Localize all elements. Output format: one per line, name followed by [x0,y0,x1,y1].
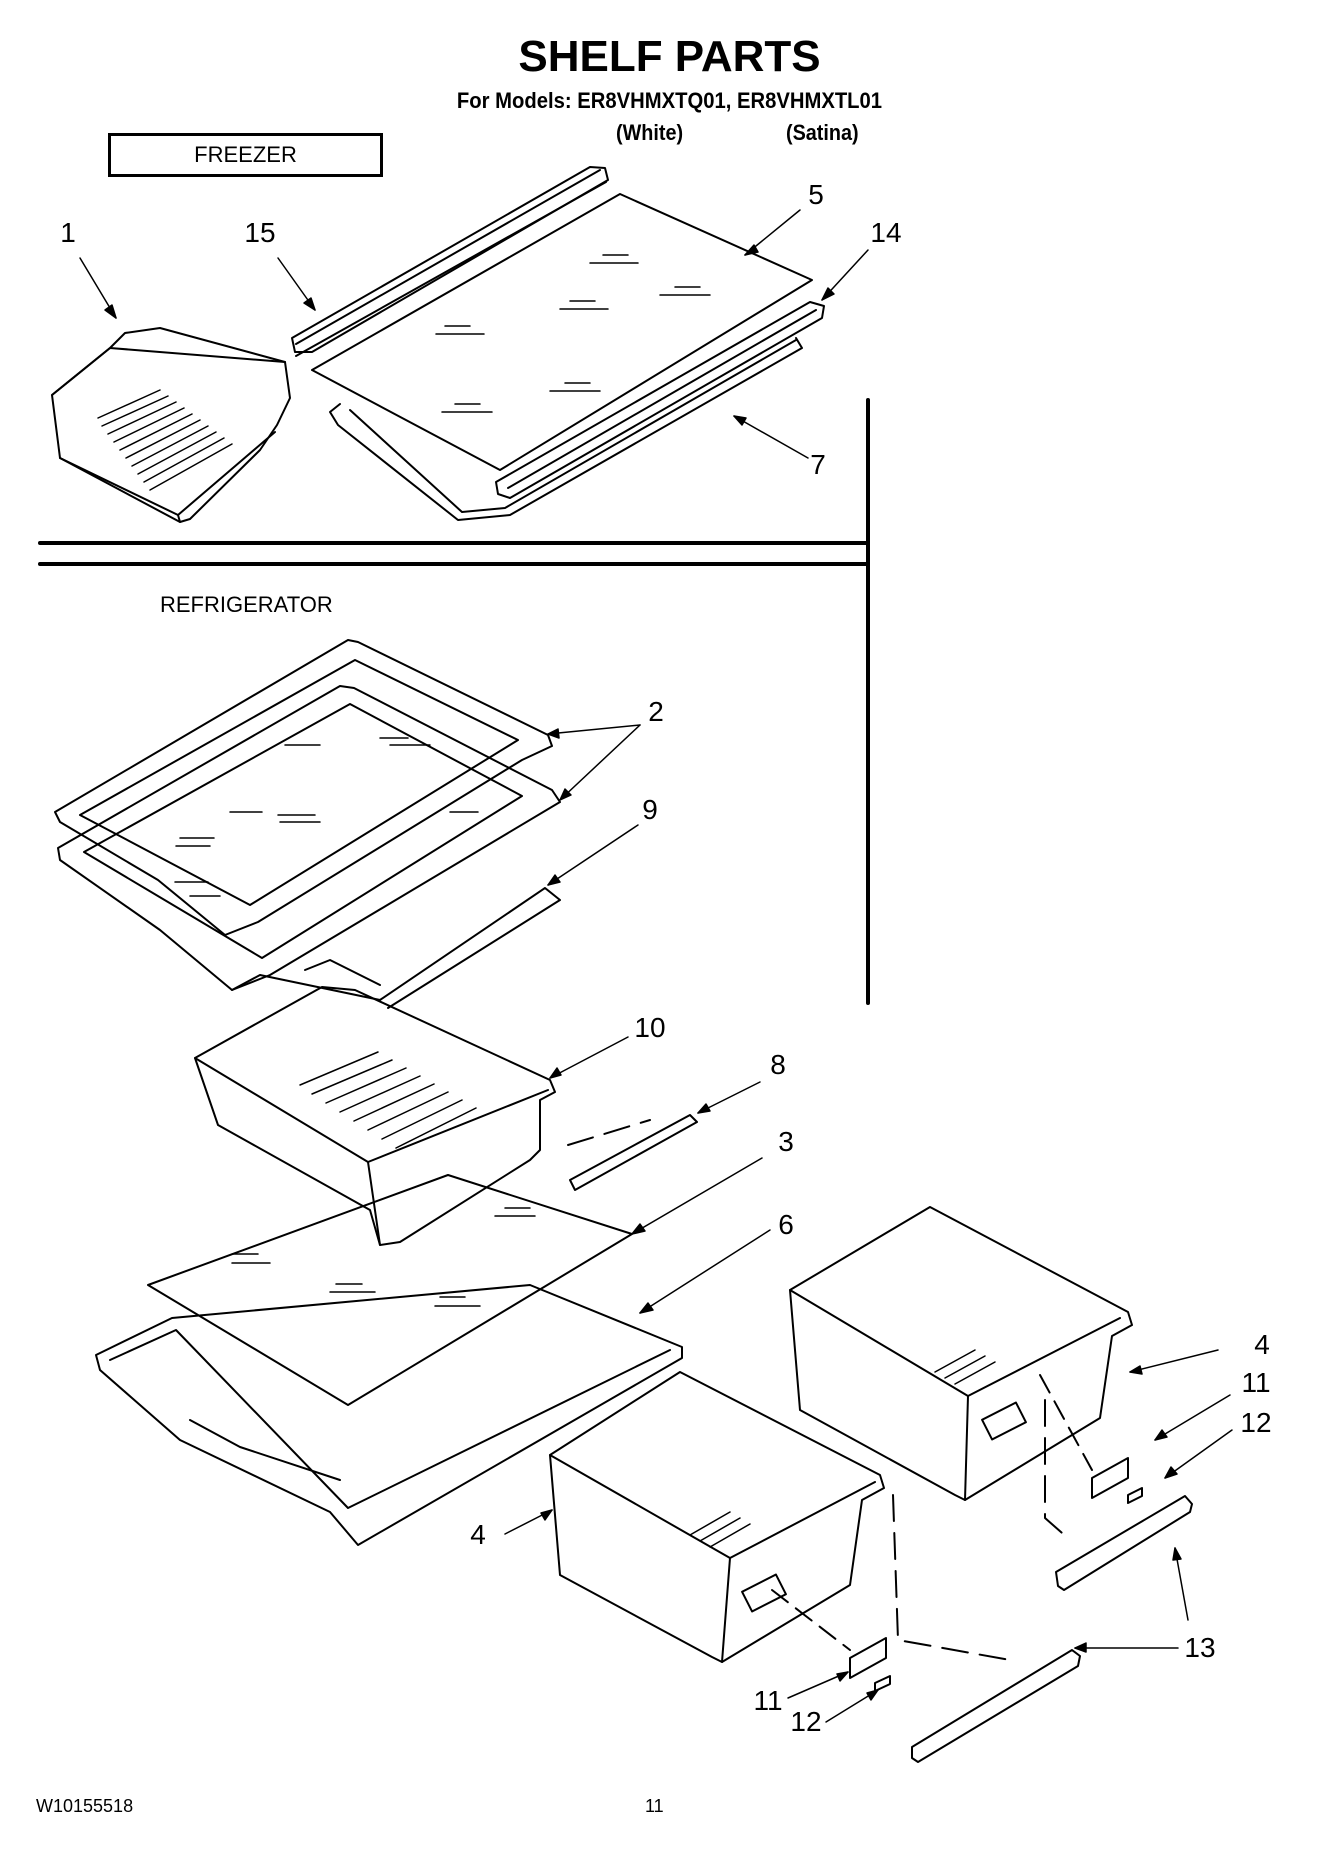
part-freezer-glass-shelf [311,193,813,471]
callout-5: 5 [808,179,824,210]
callout-2: 2 [648,696,664,727]
callout-11-left: 11 [753,1685,783,1716]
callout-14: 14 [870,217,902,248]
variant-satina: (Satina) [786,120,859,145]
variant-white: (White) [616,120,684,145]
part-meat-pan-trim [567,1114,698,1191]
part-freezer-shelf-frame [329,337,803,521]
callout-4-right: 4 [1254,1329,1270,1360]
callout-11-right: 11 [1241,1367,1271,1398]
callout-13: 13 [1184,1632,1216,1663]
callout-15: 15 [244,217,276,248]
page-number: 11 [645,1796,664,1816]
callout-4-left: 4 [470,1519,486,1550]
part-crisper-drawer-left [549,1371,885,1663]
model-list: For Models: ER8VHMXTQ01, ER8VHMXTL01 [456,88,883,113]
part-refrigerator-glass-shelves [54,639,561,991]
callout-1: 1 [60,217,76,248]
part-crisper-cover-frame-6 [95,1284,683,1546]
callout-3: 3 [778,1126,794,1157]
document-number: W10155518 [36,1796,134,1816]
refrigerator-section-label: REFRIGERATOR [160,592,333,617]
part-front-shelf-trim [495,301,825,499]
page-title: SHELF PARTS [518,32,821,81]
part-crisper-cover-frame [231,887,561,1009]
part-freezer-basket [51,327,291,523]
part-meat-pan [194,986,556,1246]
callout-7: 7 [810,449,826,480]
callout-12-right: 12 [1240,1407,1272,1438]
callout-10: 10 [634,1012,666,1043]
freezer-section-label: FREEZER [108,133,383,177]
callout-6: 6 [778,1209,794,1240]
part-crisper-cover-glass [147,1174,633,1406]
part-rear-shelf-trim [291,166,609,357]
part-clips-and-handles [771,1374,1193,1763]
callout-9: 9 [642,794,658,825]
section-dividers [38,398,870,1005]
callout-8: 8 [770,1049,786,1080]
part-crisper-drawer-right [789,1206,1133,1501]
callout-12-left: 12 [790,1706,822,1737]
leader-arrows [79,209,1233,1723]
